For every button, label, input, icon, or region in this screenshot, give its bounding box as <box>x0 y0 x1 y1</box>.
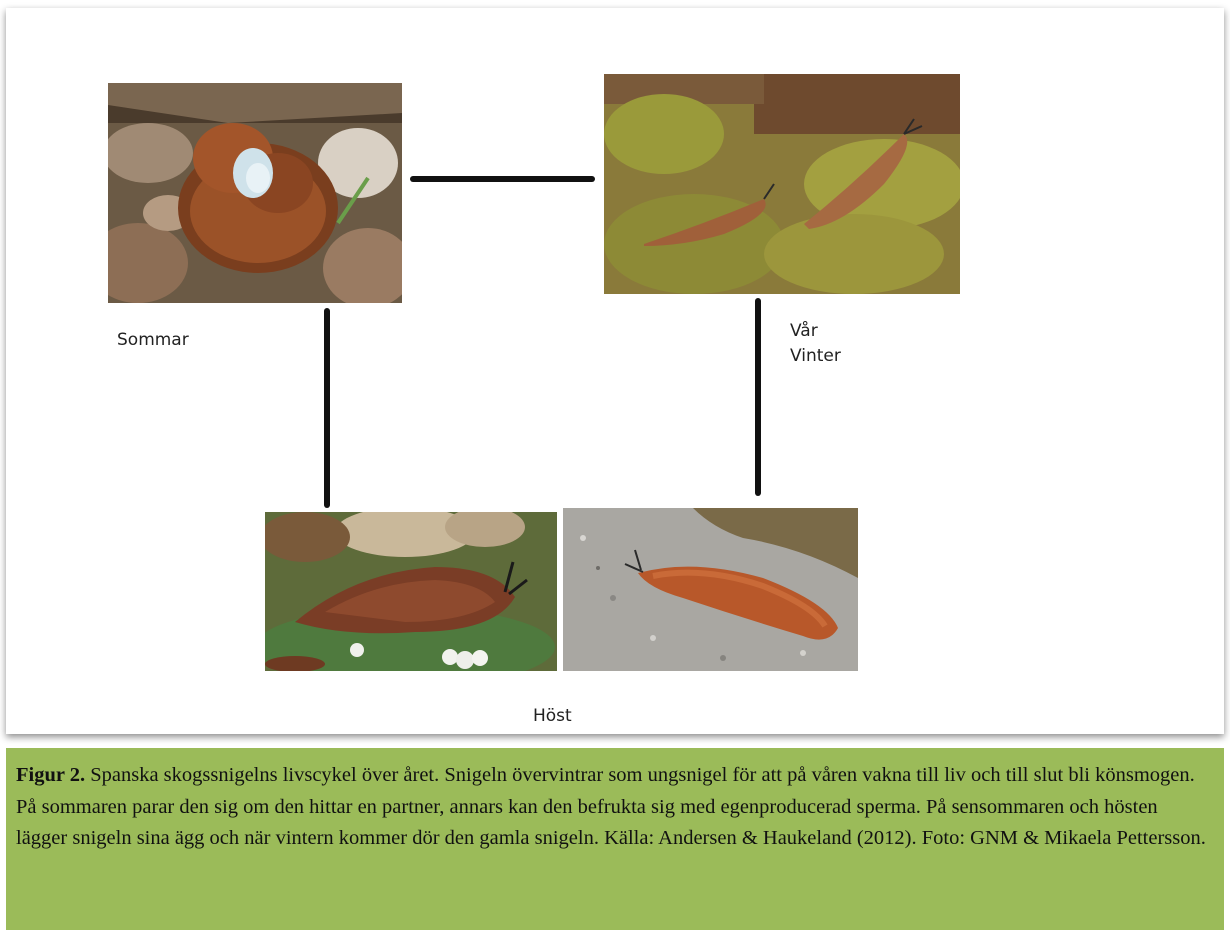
slug-with-eggs-photo-icon <box>265 512 557 671</box>
connector-winter-autumn <box>755 298 761 496</box>
photo-autumn-slug-with-eggs <box>265 512 557 671</box>
photo-autumn-slug-on-gravel <box>563 508 858 671</box>
connector-summer-autumn <box>324 308 330 508</box>
caption-text: Spanska skogssnigelns livscykel över åre… <box>16 764 1206 849</box>
photo-spring-slugs-on-moss <box>604 74 960 294</box>
caption-label: Figur 2. <box>16 764 85 786</box>
connector-summer-spring <box>410 176 595 182</box>
label-vinter: Vinter <box>790 344 841 369</box>
slug-on-gravel-photo-icon <box>563 508 858 671</box>
label-host: Höst <box>533 704 572 729</box>
label-sommar: Sommar <box>117 328 189 353</box>
label-var: Vår <box>790 319 818 344</box>
figure-caption: Figur 2. Spanska skogssnigelns livscykel… <box>6 748 1224 930</box>
mating-slugs-photo-icon <box>108 83 402 303</box>
life-cycle-diagram: Sommar Vår Vinter Höst <box>6 8 1224 734</box>
slugs-on-moss-photo-icon <box>604 74 960 294</box>
photo-summer-mating-slugs <box>108 83 402 303</box>
